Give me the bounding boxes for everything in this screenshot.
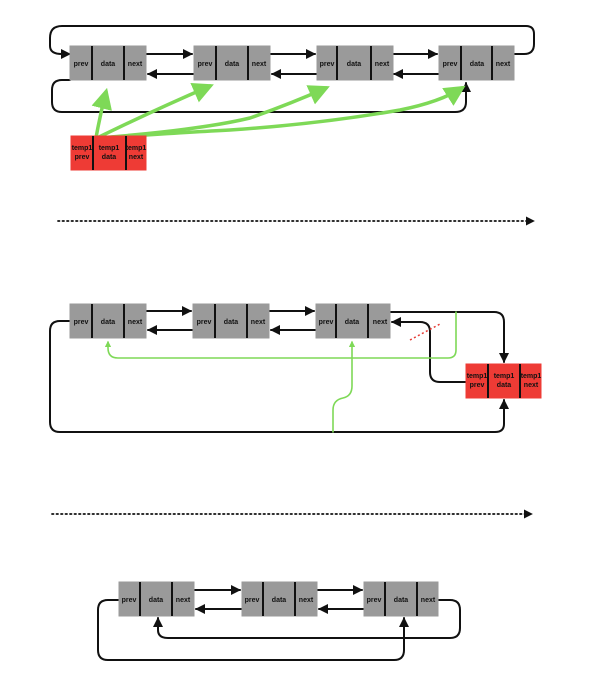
node-next-label: next xyxy=(375,61,390,68)
tail-next-to-head-pointer xyxy=(49,25,535,59)
node-data-label: data xyxy=(101,61,116,68)
node-prev-label: prev xyxy=(74,61,89,68)
p1-green-arrow-4 xyxy=(97,85,466,140)
panel-2: prev data next prev data next prev data … xyxy=(49,303,542,433)
p2-node-1: prev data next xyxy=(69,303,147,339)
node-data-label: data xyxy=(149,597,164,604)
p2-node-2: prev data next xyxy=(192,303,270,339)
p2-tail-next-to-temp xyxy=(389,311,509,363)
node-data-label: data xyxy=(101,319,116,326)
node-prev-label: prev xyxy=(319,319,334,326)
p1-node-4: prev data next xyxy=(438,45,515,81)
node-prev-label: prev xyxy=(74,319,89,326)
node-data-label: data xyxy=(470,61,485,68)
node-next-label: next xyxy=(373,319,388,326)
node-next-label: next xyxy=(421,597,436,604)
p3-node-2: prev data next xyxy=(241,581,318,617)
node-next-label: next xyxy=(128,319,143,326)
p3-node-1: prev data next xyxy=(118,581,195,617)
p1-green-arrow-2 xyxy=(95,83,214,140)
node-prev-label: prev xyxy=(122,597,137,604)
node-prev-label: prev xyxy=(197,319,212,326)
p1-node-2: prev data next xyxy=(193,45,271,81)
node-prev-label: prev xyxy=(367,597,382,604)
p1-node-3: prev data next xyxy=(316,45,394,81)
node-next-label: next xyxy=(252,61,267,68)
p3-tail-next-loop xyxy=(153,599,461,639)
panel-3: prev data next prev data next prev data … xyxy=(97,581,461,661)
p2-head-prev-loop xyxy=(49,320,509,433)
node-prev-label: prev xyxy=(320,61,335,68)
p2-green-arrow-to-tail-data xyxy=(332,340,356,433)
head-prev-to-tail-pointer xyxy=(51,79,471,113)
node-prev-label: prev xyxy=(443,61,458,68)
node-prev-label: prev xyxy=(198,61,213,68)
node-prev-label: prev xyxy=(245,597,260,604)
node-data-label: data xyxy=(225,61,240,68)
node-data-label: data xyxy=(345,319,360,326)
p2-temp-prev-to-tail xyxy=(391,317,467,383)
node-data-label: data xyxy=(347,61,362,68)
panel-1: prev data next prev data next prev data … xyxy=(49,25,535,171)
p1-node-1: prev data next xyxy=(69,45,147,81)
p2-cut-mark xyxy=(409,323,441,341)
node-data-label: data xyxy=(394,597,409,604)
node-next-label: next xyxy=(251,319,266,326)
node-data-label: data xyxy=(272,597,287,604)
node-next-label: next xyxy=(299,597,314,604)
p2-green-arrow-to-head-prev xyxy=(104,311,457,359)
p2-node-3: prev data next xyxy=(315,303,391,339)
p3-node-3: prev data next xyxy=(363,581,439,617)
p3-head-prev-loop xyxy=(97,599,409,661)
node-data-label: data xyxy=(224,319,239,326)
node-next-label: next xyxy=(128,61,143,68)
p1-green-arrow-1 xyxy=(91,87,112,140)
node-next-label: next xyxy=(496,61,511,68)
node-next-label: next xyxy=(176,597,191,604)
